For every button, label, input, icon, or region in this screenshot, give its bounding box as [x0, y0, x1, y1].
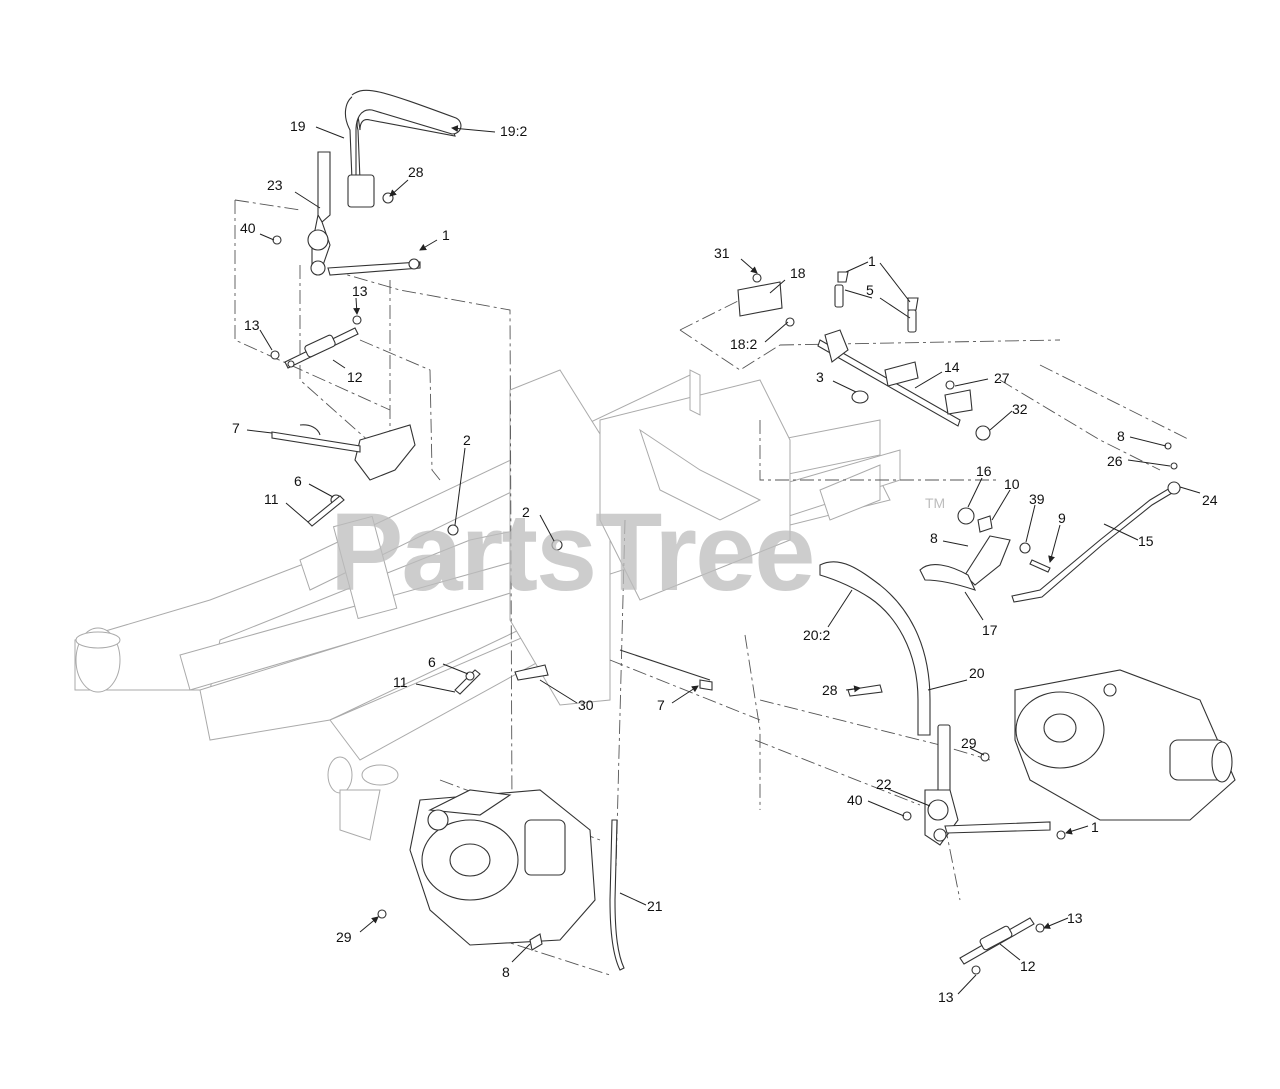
callout-16: 16	[976, 463, 992, 479]
callout-13: 13	[244, 317, 260, 333]
callout-8: 8	[930, 530, 938, 546]
watermark-text: PartsTree	[330, 491, 813, 614]
callout-18-2: 18:2	[730, 336, 757, 352]
right-control-lever	[819, 561, 1066, 846]
callout-12: 12	[347, 369, 363, 385]
callout-21: 21	[647, 898, 663, 914]
chassis-frame	[74, 369, 901, 841]
callout-3: 3	[816, 369, 824, 385]
callout-39: 39	[1029, 491, 1045, 507]
callout-15: 15	[1138, 533, 1154, 549]
misc-small-parts	[299, 424, 549, 951]
callout-13: 13	[1067, 910, 1083, 926]
callout-28: 28	[822, 682, 838, 698]
callout-1: 1	[1091, 819, 1099, 835]
callout-20: 20	[969, 665, 985, 681]
callout-23: 23	[267, 177, 283, 193]
left-mount-bracket	[271, 424, 563, 551]
watermark-tm: TM	[925, 495, 945, 511]
callout-14: 14	[944, 359, 960, 375]
callout-6: 6	[294, 473, 302, 489]
callout-30: 30	[578, 697, 594, 713]
callout-8: 8	[502, 964, 510, 980]
callout-8: 8	[1117, 428, 1125, 444]
callout-26: 26	[1107, 453, 1123, 469]
callout-5: 5	[866, 282, 874, 298]
callout-6: 6	[428, 654, 436, 670]
callout-1: 1	[868, 253, 876, 269]
callout-11: 11	[393, 674, 408, 690]
callout-27: 27	[994, 370, 1010, 386]
callout-31: 31	[714, 245, 730, 261]
callout-19-2: 19:2	[500, 123, 527, 139]
left-damper	[270, 315, 362, 369]
callout-32: 32	[1012, 401, 1028, 417]
callout-7: 7	[657, 697, 665, 713]
callout-29: 29	[336, 929, 352, 945]
callout-19: 19	[290, 118, 306, 134]
callout-40: 40	[847, 792, 863, 808]
brake-cable	[609, 649, 713, 971]
right-transmission	[1014, 669, 1236, 821]
callout-13: 13	[938, 989, 954, 1005]
callout-1: 1	[442, 227, 450, 243]
left-control-lever	[272, 89, 462, 276]
callout-20-2: 20:2	[803, 627, 830, 643]
callout-2: 2	[463, 432, 471, 448]
left-transmission	[377, 789, 596, 946]
callout-17: 17	[982, 622, 998, 638]
leader-lines	[246, 125, 1201, 995]
right-damper	[959, 917, 1045, 975]
callout-12: 12	[1020, 958, 1036, 974]
brake-shaft-assembly	[737, 271, 991, 441]
brake-handle	[919, 442, 1181, 603]
watermark: PartsTree TM	[330, 491, 945, 614]
callout-40: 40	[240, 220, 256, 236]
callout-24: 24	[1202, 492, 1218, 508]
callout-7: 7	[232, 420, 240, 436]
callout-9: 9	[1058, 510, 1066, 526]
callout-labels: 19 19:2 23 28 40 1 13 13 12 7 2 6 11 2 3…	[232, 118, 1218, 1005]
callout-29: 29	[961, 735, 977, 751]
callout-10: 10	[1004, 476, 1020, 492]
callout-13: 13	[352, 283, 368, 299]
callout-11: 11	[264, 491, 279, 507]
callout-28: 28	[408, 164, 424, 180]
callout-2: 2	[522, 504, 530, 520]
callout-18: 18	[790, 265, 806, 281]
callout-22: 22	[876, 776, 892, 792]
